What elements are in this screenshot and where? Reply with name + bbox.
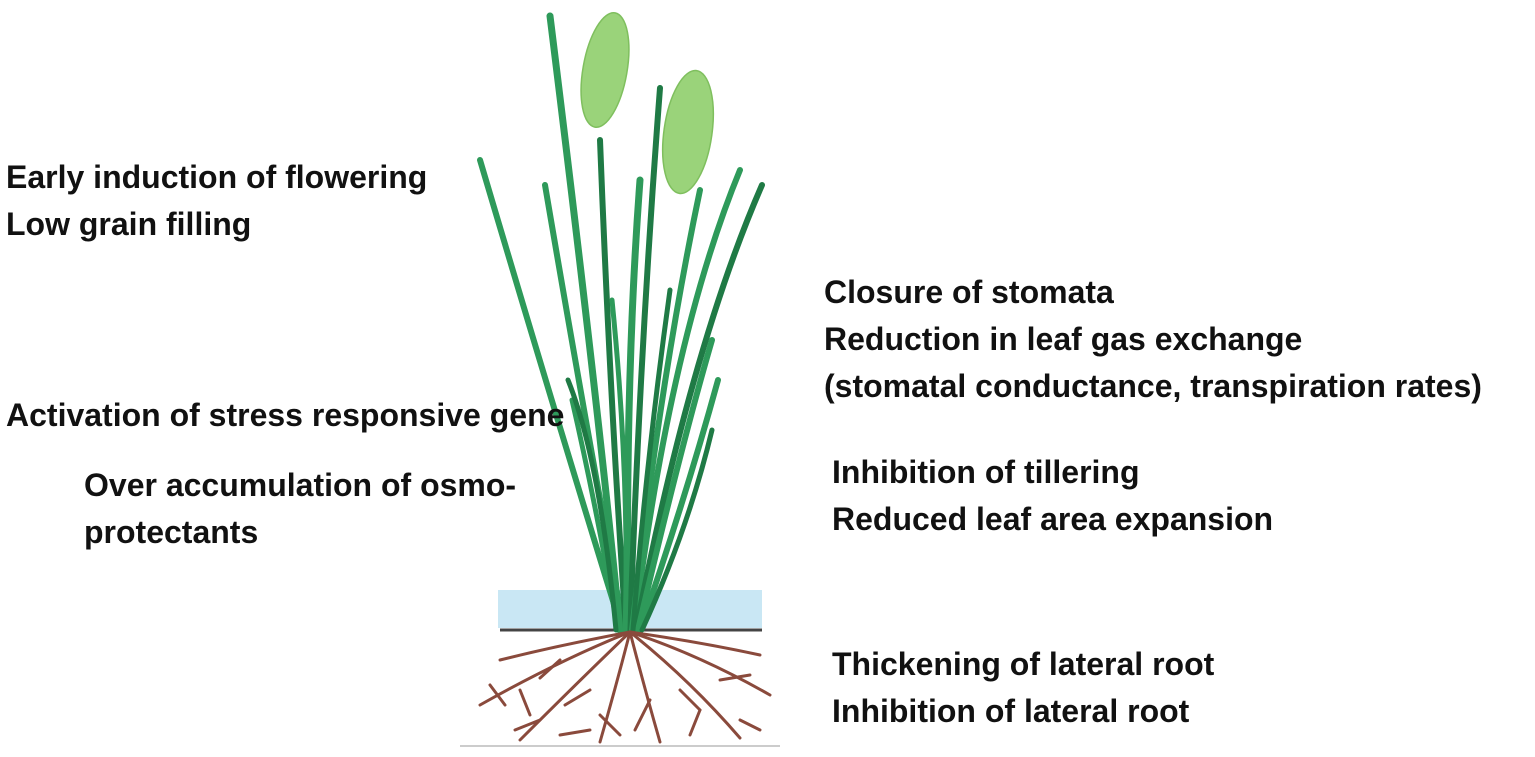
label-gene: Activation of stress responsive gene <box>6 392 564 439</box>
rice-panicles <box>580 12 715 195</box>
label-stomata: Closure of stomata Reduction in leaf gas… <box>824 269 1482 410</box>
label-osmo-line1: Over accumulation of osmo- <box>84 467 517 503</box>
label-osmo-line2: protectants <box>84 514 259 550</box>
label-stomata-line3: (stomatal conductance, transpiration rat… <box>824 368 1482 404</box>
label-tillering: Inhibition of tillering Reduced leaf are… <box>832 449 1273 543</box>
plant-leaves <box>477 12 765 634</box>
label-flowering-line2: Low grain filling <box>6 206 252 242</box>
label-root: Thickening of lateral root Inhibition of… <box>832 641 1214 735</box>
label-stomata-line2: Reduction in leaf gas exchange <box>824 321 1303 357</box>
label-tillering-line2: Reduced leaf area expansion <box>832 501 1274 537</box>
label-gene-line1: Activation of stress responsive gene <box>6 397 565 433</box>
label-flowering-line1: Early induction of flowering <box>6 159 428 195</box>
label-tillering-line1: Inhibition of tillering <box>832 454 1140 490</box>
label-stomata-line1: Closure of stomata <box>824 274 1114 310</box>
label-flowering: Early induction of flowering Low grain f… <box>6 154 427 248</box>
label-root-line2: Inhibition of lateral root <box>832 693 1190 729</box>
label-root-line1: Thickening of lateral root <box>832 646 1215 682</box>
plant-roots <box>478 630 772 744</box>
label-osmo: Over accumulation of osmo- protectants <box>84 462 516 556</box>
